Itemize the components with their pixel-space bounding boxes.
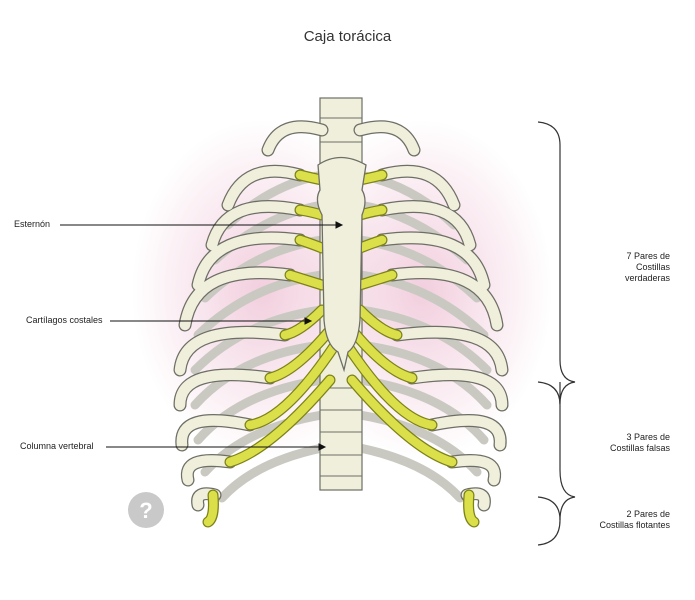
- svg-text:?: ?: [139, 498, 152, 523]
- sternum-label: Esternón: [14, 219, 51, 229]
- sternum: [316, 156, 367, 373]
- false-ribs-line-1: 3 Pares de: [626, 432, 670, 442]
- floating-ribs-bracket: [537, 496, 561, 546]
- false-ribs-line-2: Costillas falsas: [609, 443, 670, 453]
- diagram-title: Caja torácica: [303, 28, 392, 45]
- group-brackets: [537, 121, 576, 546]
- false-ribs-label: 3 Pares de Costillas falsas: [610, 432, 670, 454]
- true-ribs-bracket: [537, 121, 576, 405]
- costal-cartilage-label: Cartílagos costales: [26, 315, 103, 325]
- true-ribs-line-1: 7 Pares de: [626, 251, 670, 261]
- true-ribs-line-3: verdaderas: [624, 273, 670, 283]
- false-ribs-bracket: [537, 381, 576, 521]
- vertebral-column-label: Columna vertebral: [20, 441, 94, 451]
- left-ribs: [173, 120, 329, 512]
- floating-ribs-label: 2 Pares de Costillas flotantes: [599, 509, 670, 531]
- question-mark-logo: ?: [128, 492, 164, 528]
- right-ribs: [353, 120, 509, 512]
- leader-lines: [60, 221, 344, 451]
- true-ribs-label: 7 Pares de Costillas verdaderas: [625, 251, 670, 284]
- floating-ribs-line-2: Costillas flotantes: [599, 520, 670, 530]
- floating-ribs-line-1: 2 Pares de: [626, 509, 670, 519]
- true-ribs-line-2: Costillas: [635, 262, 670, 272]
